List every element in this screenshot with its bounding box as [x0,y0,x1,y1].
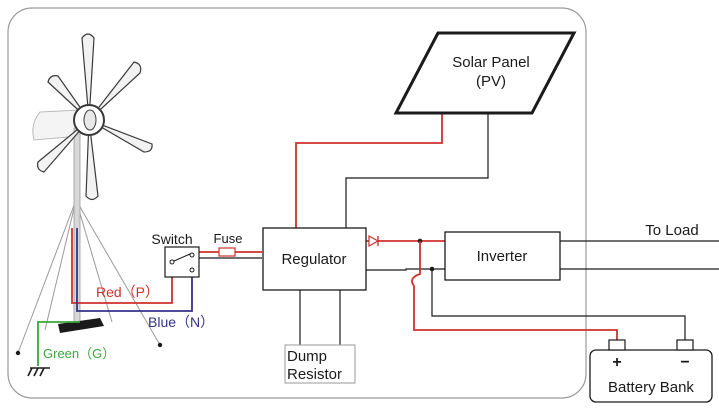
solar-black-wire [345,113,489,228]
battery-bank-box [589,349,713,403]
solar-panel-label-line1: Solar Panel [452,54,530,71]
turbine-tail [32,109,81,141]
battery-plus-label: + [612,354,621,371]
turbine-blades [37,33,153,201]
battery-positive-wire [411,241,618,340]
regulator-label: Regulator [281,251,346,268]
red-wire [71,228,173,304]
turbine-hub-cap [83,109,97,131]
blue-wire [76,228,193,312]
fuse-icon [218,247,236,257]
blue-wire-label: Blue（N） [148,314,214,330]
solar-panel [393,31,577,115]
inverter-label: Inverter [477,248,528,265]
red-wire-label: Red（P） [96,284,159,300]
wind-turbine [15,33,163,356]
guy-anchor [157,342,163,348]
green-wire [37,321,80,366]
switch-label: Switch [151,231,192,247]
solar-red-wire [295,113,443,228]
turbine-base [58,318,104,333]
green-wire-label: Green（G） [43,346,115,361]
battery-negative-wire [431,269,686,340]
guy-anchor [15,350,21,356]
dump-resistor-label-line2: Resistor [287,366,342,383]
system-enclosure [7,7,587,399]
dump-resistor-label-line1: Dump [287,348,327,365]
inverter-box [444,231,561,281]
switch-icon [169,252,195,273]
battery-minus-label: − [680,354,689,371]
solar-panel-label-line2: (PV) [476,73,506,90]
fuse-label: Fuse [214,231,243,246]
guy-wires [17,199,161,354]
regulator-box [262,227,367,291]
regulator-to-inverter-black [366,268,445,271]
to-load-label: To Load [645,222,698,239]
dump-resistor-box [284,344,356,384]
battery-bank-label: Battery Bank [608,379,694,396]
diode-icon [368,234,380,248]
battery-negative-terminal [676,339,694,351]
ground-symbol [27,367,50,377]
battery-positive-terminal [608,339,626,351]
